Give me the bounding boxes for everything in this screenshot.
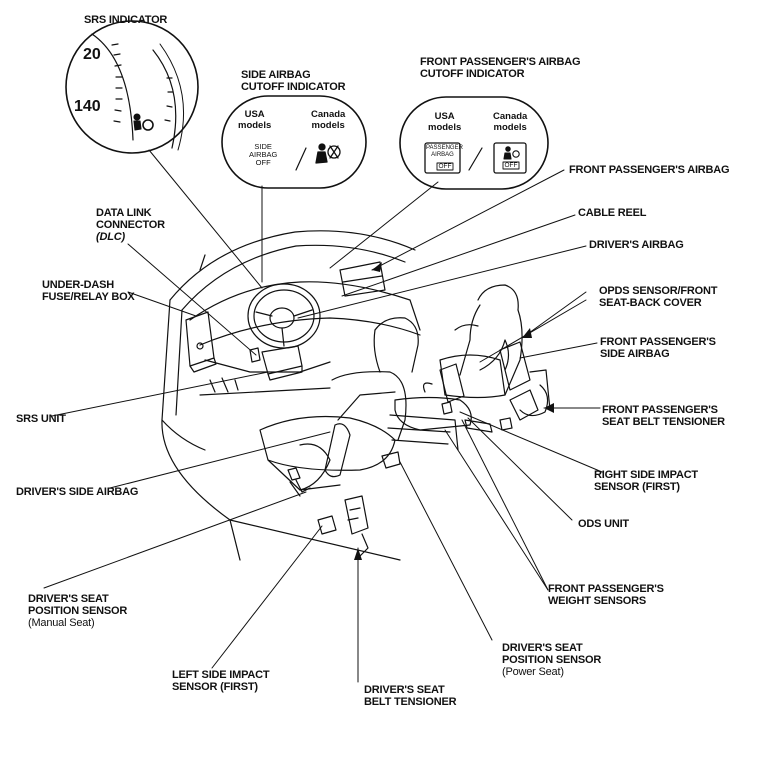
label-seat-position-power: DRIVER'S SEAT POSITION SENSOR (Power Sea…	[502, 642, 601, 678]
leader-lines	[43, 149, 603, 683]
label-side-airbag-cutoff: SIDE AIRBAG CUTOFF INDICATOR	[241, 69, 346, 93]
side-cutoff-canada-label: Canada models	[311, 109, 346, 131]
label-seat-position-manual: DRIVER'S SEAT POSITION SENSOR (Manual Se…	[28, 593, 127, 629]
side-cutoff-callout-oval	[221, 95, 367, 189]
leader-arrowheads	[354, 262, 554, 560]
canada-off-indicator: OFF	[504, 162, 518, 169]
side-airbag-off-text: SIDE AIRBAG OFF	[249, 142, 278, 167]
passenger-airbag-icon	[503, 146, 520, 160]
label-driver-seat-belt-tensioner: DRIVER'S SEAT BELT TENSIONER	[364, 684, 457, 708]
label-weight-sensors: FRONT PASSENGER'S WEIGHT SENSORS	[548, 583, 664, 607]
seat-position-manual-note: (Manual Seat)	[28, 617, 95, 629]
label-opds-sensor: OPDS SENSOR/FRONT SEAT-BACK COVER	[599, 285, 718, 309]
label-left-side-impact-sensor: LEFT SIDE IMPACT SENSOR (FIRST)	[172, 669, 270, 693]
driver-seat	[259, 317, 419, 557]
label-ods-unit: ODS UNIT	[578, 518, 629, 530]
label-front-passenger-seat-belt-tensioner: FRONT PASSENGER'S SEAT BELT TENSIONER	[602, 404, 725, 428]
gauge-number-20: 20	[83, 46, 101, 63]
label-front-passenger-side-airbag: FRONT PASSENGER'S SIDE AIRBAG	[600, 336, 716, 360]
dlc-line-1: DATA LINK	[96, 207, 152, 219]
label-srs-unit: SRS UNIT	[16, 413, 66, 425]
dlc-line-2: CONNECTOR	[96, 219, 165, 231]
side-cutoff-usa-label: USA models	[238, 109, 272, 131]
seat-position-power-note: (Power Seat)	[502, 666, 564, 678]
label-cable-reel: CABLE REEL	[578, 207, 647, 219]
label-drivers-side-airbag: DRIVER'S SIDE AIRBAG	[16, 486, 139, 498]
label-front-passenger-airbag: FRONT PASSENGER'S AIRBAG	[569, 164, 730, 176]
passenger-seat	[387, 284, 551, 451]
srs-warning-icon	[133, 113, 154, 131]
gauge-callout-circle	[65, 20, 199, 154]
passenger-airbag-indicator-text: PASSENGER AIRBAG	[426, 145, 463, 158]
label-front-passenger-cutoff: FRONT PASSENGER'S AIRBAG CUTOFF INDICATO…	[420, 56, 581, 80]
gauge-number-140: 140	[74, 98, 101, 115]
label-dlc: DATA LINK CONNECTOR (DLC)	[96, 207, 165, 243]
label-drivers-airbag: DRIVER'S AIRBAG	[589, 239, 684, 251]
label-right-side-impact-sensor: RIGHT SIDE IMPACT SENSOR (FIRST)	[594, 469, 698, 493]
vehicle-body	[161, 230, 421, 561]
side-airbag-off-icon	[315, 143, 341, 164]
pass-cutoff-canada-label: Canada models	[493, 111, 528, 133]
usa-off-indicator: OFF	[438, 163, 452, 170]
dlc-line-3: (DLC)	[96, 231, 125, 243]
seat-position-power-title: DRIVER'S SEAT POSITION SENSOR	[502, 642, 602, 666]
label-srs-indicator: SRS INDICATOR	[84, 14, 168, 26]
passenger-cutoff-callout-oval	[399, 96, 549, 190]
label-under-dash-fuse-box: UNDER-DASH FUSE/RELAY BOX	[42, 279, 135, 303]
pass-cutoff-usa-label: USA models	[428, 111, 462, 133]
seat-position-manual-title: DRIVER'S SEAT POSITION SENSOR	[28, 593, 128, 617]
